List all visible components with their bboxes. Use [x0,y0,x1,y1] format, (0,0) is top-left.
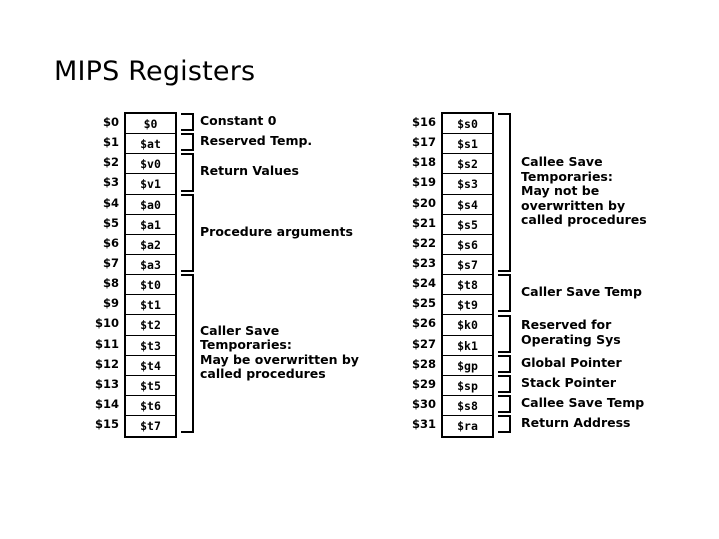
register-name-cell: $a3 [126,255,175,276]
register-number: $29 [411,376,436,391]
register-name-cell: $t5 [126,376,175,396]
group-annotation: Global Pointer [521,354,622,370]
register-number: $0 [102,115,119,129]
register-number: $20 [411,195,436,210]
register-number: $31 [411,417,436,432]
group-bracket [181,153,194,192]
register-number: $14 [94,396,119,411]
group-bracket [498,314,511,353]
register-name-cell: $0 [126,114,175,135]
register-number: $6 [102,235,119,250]
register-name-cell: $gp [443,356,492,376]
group-bracket [181,133,194,152]
group-annotation: Return Address [521,415,631,431]
register-name-cell: $s7 [443,255,492,276]
group-bracket [181,274,194,434]
register-number: $15 [94,417,119,432]
register-name-box: $s0$s1$s2$s3$s4$s5$s6$s7$t8$t9$k0$k1$gp$… [441,112,494,439]
register-name-box: $0$at$v0$v1$a0$a1$a2$a3$t0$t1$t2$t3$t4$t… [124,112,177,439]
register-number: $4 [102,195,119,210]
group-annotation: Caller Save Temporaries: May be overwrit… [200,322,359,382]
register-name-cell: $s4 [443,195,492,215]
register-name-cell: $t0 [126,275,175,296]
register-number: $22 [411,235,436,250]
register-name-cell: $t3 [126,336,175,356]
group-bracket [498,415,511,434]
group-annotation: Caller Save Temp [521,284,642,300]
register-name-cell: $t6 [126,396,175,417]
group-annotation: Procedure arguments [200,223,353,239]
register-number: $24 [411,276,436,291]
register-name-cell: $t9 [443,295,492,316]
register-name-cell: $s6 [443,235,492,255]
register-name-cell: $t1 [126,295,175,316]
register-number: $13 [94,376,119,391]
register-name-cell: $a0 [126,195,175,215]
register-name-cell: $k0 [443,315,492,336]
register-number: $10 [94,316,119,331]
group-bracket [498,354,511,373]
register-name-cell: $s1 [443,134,492,155]
register-number: $1 [102,135,119,150]
register-name-cell: $ra [457,419,478,434]
register-number: $19 [411,175,436,190]
register-number: $25 [411,296,436,311]
register-number: $28 [411,356,436,371]
register-name-cell: $s2 [443,154,492,175]
group-bracket [498,113,511,273]
group-annotation: Reserved for Operating Sys [521,317,621,347]
page-title: MIPS Registers [54,56,256,87]
register-number: $30 [411,396,436,411]
register-name-cell: $t2 [126,315,175,336]
group-annotation: Return Values [200,163,299,179]
register-number: $5 [102,215,119,230]
register-name-cell: $v0 [126,154,175,175]
group-annotation: Callee Save Temporaries: May not be over… [521,154,647,228]
register-name-cell: $s3 [443,174,492,195]
register-name-cell: $s5 [443,215,492,235]
register-number: $27 [411,336,436,351]
register-name-cell: $s8 [443,396,492,417]
group-annotation: Callee Save Temp [521,394,645,410]
group-annotation: Stack Pointer [521,374,617,390]
register-name-cell: $k1 [443,336,492,356]
register-name-cell: $t4 [126,356,175,376]
group-annotation: Constant 0 [200,112,277,128]
register-number: $9 [102,296,119,311]
bracket-group-layer [498,112,518,434]
register-number: $12 [94,356,119,371]
register-name-cell: $t7 [140,419,161,434]
register-number-gutter: $16 $17 $18 $19 $20 $21 $22 $23 $24 $25 $26 $27 $28 $… [392,112,436,434]
register-name-cell: $a2 [126,235,175,255]
register-number: $26 [411,316,436,331]
group-annotation: Reserved Temp. [200,132,313,148]
bracket-group-layer [181,112,201,434]
group-bracket [181,113,194,132]
group-bracket [498,274,511,313]
register-number: $8 [102,276,119,291]
register-number: $16 [411,115,436,129]
register-number: $21 [411,215,436,230]
register-number: $18 [411,155,436,170]
register-number: $7 [102,255,119,270]
group-bracket [498,374,511,394]
group-bracket [181,193,194,273]
register-number-gutter: $0 $1 $2 $3 $4 $5 $6 $7 $8 $9 $10 $11 $12 $13 $14 $15 [75,112,119,434]
register-number: $3 [102,175,119,190]
register-name-cell: $a1 [126,215,175,235]
group-bracket [498,395,511,414]
register-name-cell: $at [126,134,175,155]
register-number: $23 [411,255,436,270]
register-number: $2 [102,155,119,170]
register-name-cell: $v1 [126,174,175,195]
register-name-cell: $t8 [443,275,492,296]
register-number: $11 [94,336,119,351]
register-name-cell: $s0 [443,114,492,135]
register-name-cell: $sp [443,376,492,396]
register-number: $17 [411,135,436,150]
